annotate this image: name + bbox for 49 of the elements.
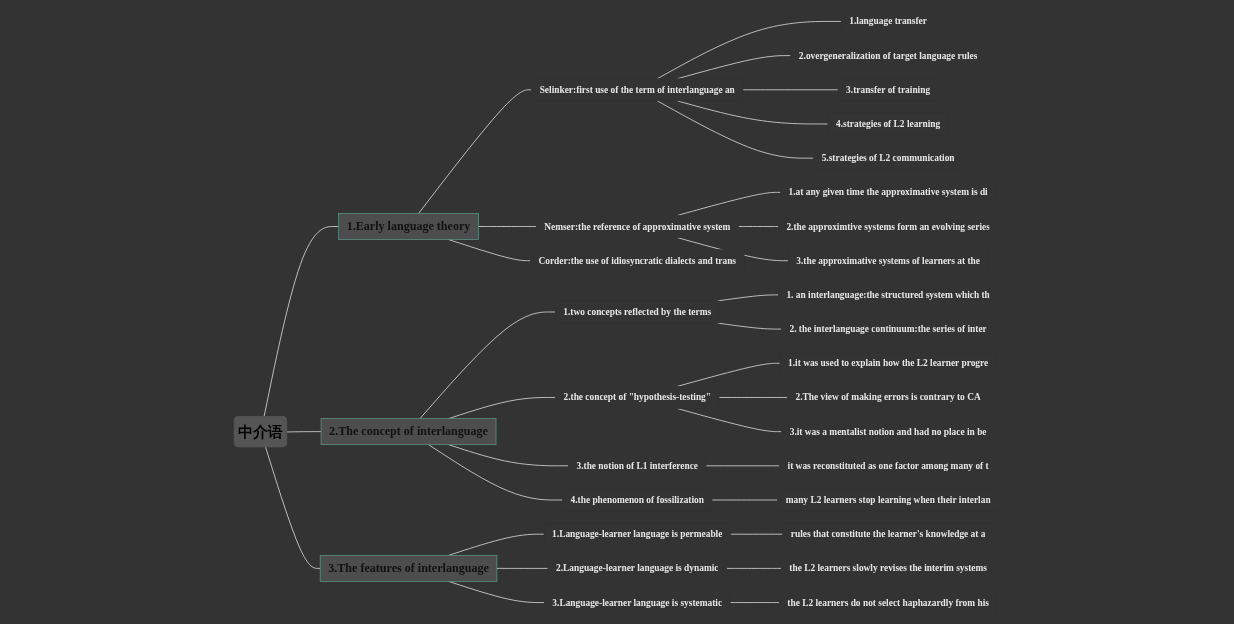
connector: [287, 431, 322, 433]
node-text: 1.it was used to explain how the L2 learner progre: [788, 358, 989, 369]
node-text: rules that constitute the learner's knowledge at a: [791, 529, 986, 540]
node-text: 4.the phenomenon of fossilization: [570, 494, 705, 506]
node-box: 1.Early language theory: [338, 213, 480, 240]
connector: [657, 21, 843, 80]
node-text: the L2 learners slowly revises the interim systems: [789, 563, 988, 574]
node-text: 3.the notion of L1 interference: [576, 460, 699, 471]
node-text: 1. an interlanguage:the structured system which th: [786, 289, 991, 300]
connector: [497, 568, 549, 569]
connector: [717, 322, 783, 330]
node-text: 1.at any given time the approximative system is di: [788, 187, 989, 198]
node-text: Nemser:the reference of approximative system: [544, 221, 731, 232]
node-text: Corder:the use of idiosyncratic dialects and trans: [538, 255, 737, 266]
node-text: 2.the approximtive systems form an evolving series: [786, 221, 991, 232]
node-text: 3.it was a mentalist notion and had no place in be: [790, 426, 988, 437]
node-text: 1.two concepts reflected by the terms: [563, 306, 712, 318]
connector: [448, 444, 570, 467]
connector: [265, 446, 321, 569]
connector: [719, 397, 789, 398]
node-text: 2. the interlanguage continuum:the series of inter: [789, 324, 988, 335]
node-text: 2.overgeneralization of target language rules: [799, 50, 978, 61]
connector: [738, 226, 780, 227]
node-text: 1.language transfer: [849, 16, 928, 27]
node-text: 2.The view of making errors is contrary to CA: [796, 392, 982, 403]
node-text: many L2 learners stop learning when their interlan: [786, 494, 992, 506]
node-text: 2.Language-learner language is dynamic: [556, 563, 719, 574]
node-text: 3.Language-learner language is systematic: [552, 597, 723, 608]
connector: [264, 226, 340, 418]
connector: [428, 444, 564, 501]
connector: [726, 568, 783, 569]
connector: [730, 602, 781, 603]
node-text: 3.the approximative systems of learners at the: [796, 255, 981, 266]
node-text: 5.strategies of L2 communication: [822, 153, 956, 164]
connector: [717, 294, 780, 302]
connector: [448, 533, 545, 556]
connector: [420, 311, 557, 419]
node-box: 2.The concept of interlanguage: [321, 418, 497, 446]
connector: [478, 226, 537, 227]
node-text: the L2 learners do not select haphazardly from his: [787, 597, 990, 608]
node-text: 4.strategies of L2 learning: [836, 118, 941, 129]
node-text: 3.transfer of training: [846, 84, 931, 95]
node-text: 1.Language-learner language is permeable: [552, 529, 723, 540]
connector: [657, 100, 815, 159]
connector: [418, 89, 533, 214]
node-text: Selinker:first use of the term of interlanguage an: [540, 84, 736, 95]
node-box: 3.The features of interlanguage: [320, 554, 498, 582]
node-text: it was reconstituted as one factor among many of t: [788, 460, 990, 471]
node-text: 2.the concept of "hypothesis-testing": [563, 392, 712, 403]
